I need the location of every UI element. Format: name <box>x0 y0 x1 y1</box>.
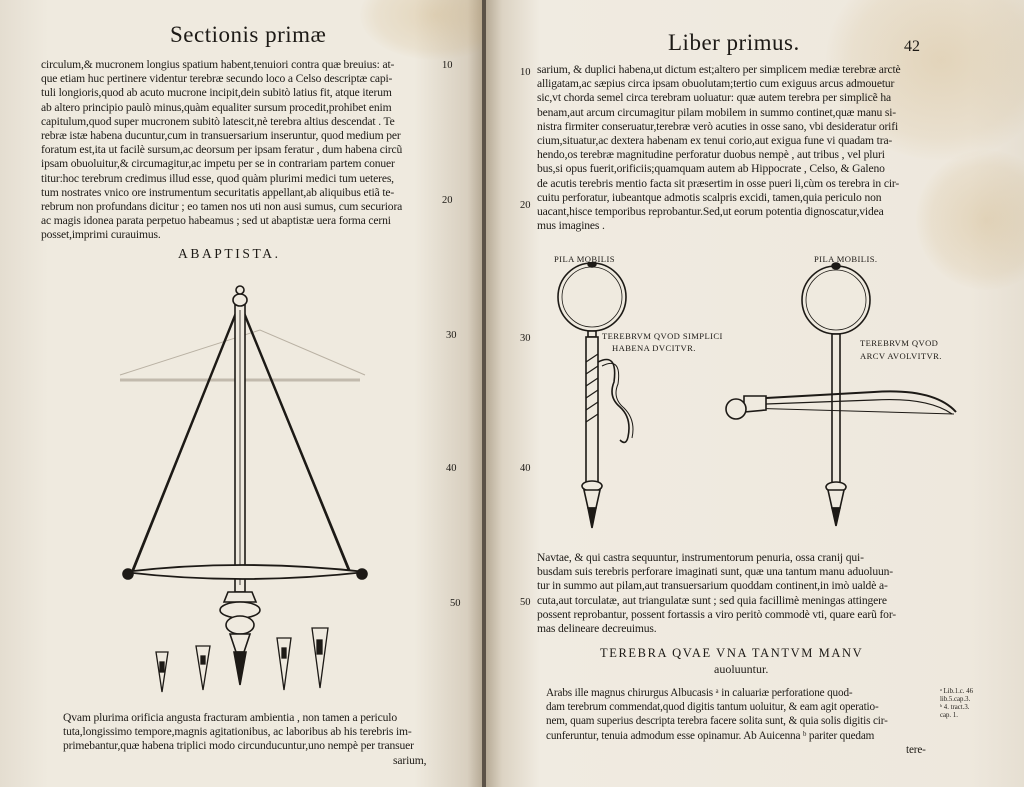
text-line: busdam suis terebris perforare imaginati… <box>537 565 893 579</box>
text-line: alligatam,ac sæpius circa ipsam obuoluta… <box>537 77 895 91</box>
text-line: possent reprobantur, possent fortassis a… <box>537 607 897 621</box>
label-terebrum-habena-2: HABENA DVCITVR. <box>612 343 696 353</box>
text-line: bus,si opus fuerit,orificiis;quamquam au… <box>537 162 885 176</box>
margin-note: lib.5.cap.3. <box>940 696 971 703</box>
margin-note: cap. 1. <box>940 712 958 719</box>
text-line: uacant,hisce temporibus reprobantur.Sed,… <box>537 204 884 218</box>
text-line: sarium, & duplici habena,ut dictum est;a… <box>537 63 901 76</box>
line-number: 10 <box>520 67 531 78</box>
text-line: sarium, <box>393 753 427 767</box>
text-line: rebrum non profundans dicitur ; eo tamen… <box>41 199 403 213</box>
text-line: de acutis terebris mentio facta sit præs… <box>537 176 900 190</box>
text-line: cuitu perforatur, iubeantque admotis sca… <box>537 190 882 204</box>
section-heading: TEREBRA QVAE VNA TANTVM MANV <box>600 646 864 660</box>
text-line: nem, quam superius descripta terebra fac… <box>546 715 888 728</box>
left-page: Sectionis primæ circulum,& mucronem long… <box>0 0 482 787</box>
text-line: tuli longioris,quod ab acuto mucrone inc… <box>41 86 392 100</box>
right-running-head: Liber primus. <box>668 30 800 55</box>
margin-note: ᵇ 4. tract.3. <box>940 704 970 711</box>
text-line: mas delineare decreuimus. <box>537 621 657 635</box>
line-number: 20 <box>520 200 531 211</box>
left-bottom-text: Qvam plurima orificia angusta fracturam … <box>63 711 427 768</box>
text-line: tum nostrates vnico ore instrumentum sec… <box>41 185 395 199</box>
margin-note: ᵃ Lib.1.c. 46 <box>940 688 974 695</box>
water-stain <box>360 0 482 60</box>
text-line: primebantur,quæ habena triplici modo cir… <box>63 739 414 753</box>
text-line: cunferuntur, tenuia admodum esse opinamu… <box>546 729 875 742</box>
right-page: Liber primus. 42 sarium, & duplici haben… <box>486 0 1024 787</box>
text-line: posset,imprimi curauimus. <box>41 228 161 242</box>
line-number: 40 <box>520 463 531 474</box>
drill-bits <box>155 627 329 693</box>
text-line: Qvam plurima orificia angusta fracturam … <box>63 711 397 724</box>
label-terebrum-arcu-2: ARCV AVOLVITVR. <box>860 351 942 361</box>
text-line: ipsam obuoluitur,& circumagitur,ac impet… <box>41 157 395 171</box>
text-line: cium,situatur,ac dextera habenam ex tenu… <box>537 133 893 147</box>
line-number: 50 <box>520 597 531 608</box>
left-running-head: Sectionis primæ <box>170 22 327 47</box>
right-body-text: sarium, & duplici habena,ut dictum est;a… <box>537 63 901 233</box>
abaptista-drill-illustration <box>119 285 368 693</box>
line-number: 30 <box>446 330 457 341</box>
text-line: foratum est,ita ut facilè sursum,ac deor… <box>41 143 403 157</box>
label-terebrum-habena-1: TEREBRVM QVOD SIMPLICI <box>602 331 723 341</box>
text-line: sic,vt chorda semel circa terebram uolua… <box>537 91 891 105</box>
terebrum-habena-illustration <box>557 262 634 529</box>
margin-notes: ᵃ Lib.1.c. 46 lib.5.cap.3. ᵇ 4. tract.3.… <box>940 688 973 720</box>
text-line: benam,aut arcum circumagitur pilam mobil… <box>537 105 897 119</box>
figure-heading-abaptista: ABAPTISTA. <box>178 246 281 261</box>
text-line: circulum,& mucronem longius spatium habe… <box>41 58 395 71</box>
section-subheading: auoluuntur. <box>714 662 769 676</box>
text-line: dam terebrum commendat,quod digitis tant… <box>546 701 879 714</box>
text-line: tur in summo aut pilam,aut transuersariu… <box>537 579 888 593</box>
label-pila-mobilis-right: PILA MOBILIS. <box>814 254 878 264</box>
text-line: ab altero principio paulò minus,quàm equ… <box>41 100 392 114</box>
text-line: titur:hoc terebrum credimus illud esse, … <box>41 171 394 185</box>
line-number: 10 <box>442 60 453 71</box>
line-number: 30 <box>520 333 531 344</box>
text-line: nistra firmiter conseruatur,terebræ verò… <box>537 119 899 133</box>
text-line: rebræ istæ habena ducuntur,cum in transu… <box>41 128 401 142</box>
text-line: tuta,longissimo tempore,magnis agitation… <box>63 725 412 739</box>
page-number: 42 <box>904 38 920 55</box>
line-number: 50 <box>450 598 461 609</box>
right-bottom-text: Arabs ille magnus chirurgus Albucasis ᵃ … <box>546 686 926 757</box>
text-line: Navtae, & qui castra sequuntur, instrume… <box>537 551 864 564</box>
right-middle-text: Navtae, & qui castra sequuntur, instrume… <box>537 551 896 636</box>
text-line: que etiam huc pertinere videntur terebræ… <box>41 72 393 86</box>
label-pila-mobilis-left: PILA MOBILIS <box>554 254 615 264</box>
text-line: hendo,os terebræ magnitudine perforatur … <box>537 148 885 162</box>
water-stain <box>916 150 1024 290</box>
text-line: mus imagines . <box>537 219 605 233</box>
text-line: Arabs ille magnus chirurgus Albucasis ᵃ … <box>546 687 853 699</box>
text-line: cuta,aut torculatæ, aut triangulatæ sunt… <box>537 593 887 607</box>
text-line: capitulum,quod super mucronem subitò lat… <box>41 114 395 128</box>
label-terebrum-arcu-1: TEREBRVM QVOD <box>860 338 939 348</box>
line-number: 20 <box>442 195 453 206</box>
text-line: tere- <box>906 743 926 756</box>
text-line: ac magis idonea parata perpetuo habeamus… <box>41 214 391 228</box>
terebrum-arcu-illustration <box>725 262 957 527</box>
left-body-text: circulum,& mucronem longius spatium habe… <box>41 58 402 242</box>
line-number: 40 <box>446 463 457 474</box>
